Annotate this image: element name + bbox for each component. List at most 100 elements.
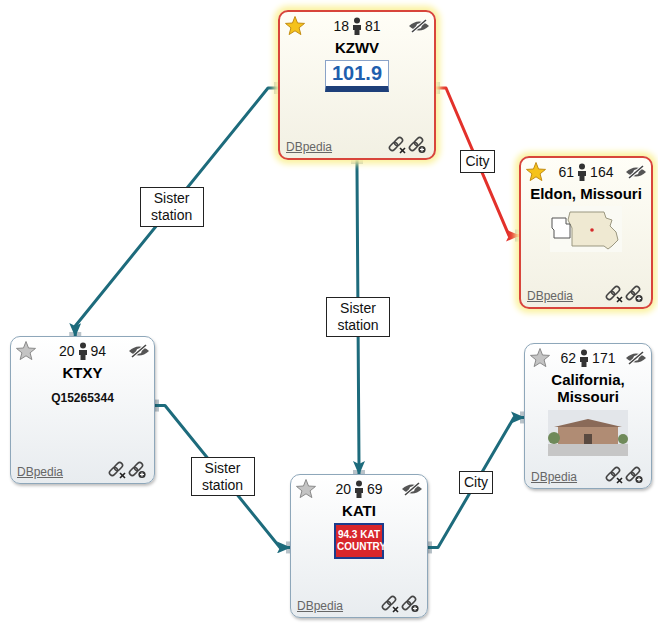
- relation-arrow: [75, 88, 278, 336]
- node-title: California, Missouri: [531, 371, 645, 406]
- relation-arrow: [428, 417, 524, 547]
- person-icon: [78, 342, 88, 360]
- remove-mark: [617, 478, 622, 483]
- count-number: 20: [59, 343, 75, 359]
- add-mark: [138, 471, 145, 478]
- person-head: [356, 481, 362, 487]
- chain-link: [625, 285, 640, 300]
- entity-card: 1881KZWV101.9DBpedia: [278, 10, 436, 160]
- person-body: [353, 25, 361, 35]
- source-link: DBpedia: [17, 465, 63, 479]
- node-footer: DBpedia: [286, 133, 428, 154]
- remove-mark: [120, 473, 125, 478]
- star-icon: [295, 478, 317, 500]
- stats: 62171: [561, 349, 616, 367]
- stats: 2094: [59, 342, 106, 360]
- eye-slash: [629, 166, 643, 178]
- chain-link: [401, 595, 416, 610]
- star-shape: [530, 349, 549, 367]
- eye-slash: [405, 483, 419, 495]
- location-dot: [590, 228, 594, 232]
- add-mark: [411, 605, 418, 612]
- count-number: 18: [333, 18, 349, 34]
- photo-ground: [548, 444, 628, 456]
- count-number: 81: [365, 18, 381, 34]
- remove-mark: [617, 297, 622, 302]
- hidden-eye-icon: [625, 165, 647, 179]
- add-mark: [638, 478, 639, 482]
- eye-slash: [412, 20, 426, 32]
- person-head: [80, 343, 86, 349]
- photo-roof: [554, 419, 622, 427]
- add-mark: [638, 297, 639, 301]
- chain-ring: [406, 595, 416, 605]
- person-icon: [579, 349, 589, 367]
- person-head: [354, 18, 360, 24]
- remove-mark: [617, 297, 622, 302]
- chain-ring: [393, 136, 403, 146]
- add-mark: [635, 476, 642, 483]
- source-link: DBpedia: [531, 470, 577, 484]
- chain-ring: [413, 136, 423, 146]
- person-body: [79, 350, 87, 360]
- relation-arrow: [155, 406, 290, 548]
- person-head: [581, 350, 587, 356]
- remove-mark: [120, 473, 125, 478]
- node-header: 2094: [17, 340, 148, 362]
- person-icon: [352, 17, 362, 35]
- add-mark: [141, 473, 142, 477]
- add-mark: [635, 295, 642, 302]
- chain-ring: [133, 461, 143, 471]
- chain-ring: [610, 466, 620, 476]
- add-mark: [418, 146, 425, 153]
- remove-mark: [393, 607, 398, 612]
- entity-id: Q15265344: [51, 391, 114, 405]
- remove-mark: [400, 148, 405, 153]
- remove-mark: [617, 478, 622, 483]
- chain-ring: [630, 466, 640, 476]
- eye-slash: [412, 20, 426, 32]
- entity-card: 2094KTXYQ15265344DBpedia: [10, 336, 155, 484]
- star-shape: [526, 163, 545, 181]
- eye-slash: [132, 345, 146, 357]
- link-icons: [388, 136, 428, 154]
- photo-thumbnail: [548, 410, 628, 456]
- hidden-eye-icon: [128, 344, 150, 358]
- chain-ring: [630, 285, 640, 295]
- chain-link: [128, 461, 143, 476]
- hidden-eye-icon: [408, 19, 430, 33]
- station-logo: 101.9: [325, 60, 389, 92]
- count-number: 61: [559, 164, 575, 180]
- star-icon: [15, 340, 37, 362]
- star-icon: [529, 347, 551, 369]
- count-number: 20: [335, 481, 351, 497]
- person-head: [579, 164, 585, 170]
- link-icons: [108, 461, 148, 479]
- eye-slash: [629, 352, 643, 364]
- chain-ring: [386, 595, 396, 605]
- star-shape: [296, 480, 315, 498]
- count-number: 69: [367, 481, 383, 497]
- edge-label: Sister station: [191, 457, 255, 497]
- person-body: [355, 488, 363, 498]
- eye-slash: [629, 352, 643, 364]
- link-icons: [605, 285, 645, 303]
- photo-tree: [618, 434, 628, 444]
- add-mark: [421, 148, 422, 152]
- entity-card: 2069KATI94.3 KAT COUNTRYDBpedia: [290, 474, 428, 618]
- node-footer: DBpedia: [531, 463, 645, 484]
- hidden-eye-icon: [401, 482, 423, 496]
- photo-door: [584, 434, 592, 444]
- star-icon: [284, 15, 306, 37]
- photo-tree: [548, 432, 560, 444]
- person-icon: [577, 163, 587, 181]
- star-icon: [525, 161, 547, 183]
- stats: 61164: [559, 163, 614, 181]
- remove-mark: [393, 607, 398, 612]
- edge-label: Sister station: [326, 297, 390, 337]
- add-mark: [414, 607, 415, 611]
- chain-ring: [113, 461, 123, 471]
- eye-slash: [405, 483, 419, 495]
- node-header: 2069: [297, 478, 421, 500]
